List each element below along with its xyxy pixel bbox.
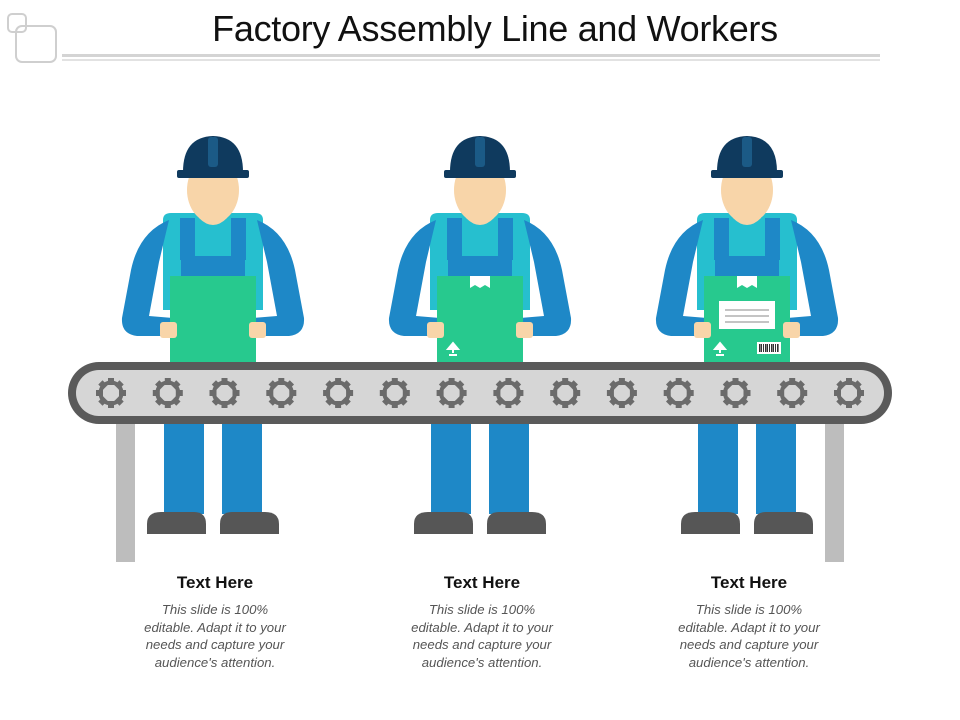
worker-leg-left (431, 418, 471, 514)
worker-2 (388, 136, 572, 534)
caption-body: This slide is 100% editable. Adapt it to… (144, 602, 286, 670)
caption-heading: Text Here (710, 573, 788, 592)
worker-leg-right (222, 418, 262, 514)
worker-hand-right (516, 322, 533, 338)
conveyor-gear-icon (777, 378, 808, 408)
conveyor-gear-icon (323, 378, 354, 408)
worker-helmet-brim (177, 170, 249, 178)
conveyor-gear-icon (209, 378, 240, 408)
box-this-side-up-icon (712, 341, 728, 356)
worker-leg-left (698, 418, 738, 514)
box-tape (737, 276, 757, 288)
barcode-bar (759, 344, 761, 352)
conveyor-gear-icon (436, 378, 467, 408)
worker-helmet-ridge (742, 137, 752, 167)
barcode-bar (765, 344, 767, 352)
worker-arm-right (787, 220, 839, 336)
worker-overall-bib (448, 256, 512, 276)
worker-box (437, 276, 523, 364)
worker-strap-right (498, 218, 513, 260)
worker-boot-left (414, 512, 473, 534)
box-tape (470, 276, 490, 288)
conveyor-surface (76, 370, 884, 416)
page-title: Factory Assembly Line and Workers (212, 8, 778, 49)
conveyor-gear-icon (720, 378, 751, 408)
logo-squares-icon (7, 13, 57, 63)
caption-worker-3: Text Here This slide is 100% editable. A… (649, 573, 849, 671)
barcode-bar (763, 344, 764, 352)
worker-strap-right (765, 218, 780, 260)
barcode-bar (773, 344, 774, 352)
worker-boot-right (220, 512, 279, 534)
worker-leg-right (756, 418, 796, 514)
conveyor-gear-icon (834, 378, 864, 408)
worker-overall-bib (715, 256, 779, 276)
worker-hand-right (249, 322, 266, 338)
worker-1 (121, 136, 305, 534)
conveyor-gear-icon (96, 378, 126, 408)
caption-heading: Text Here (176, 573, 254, 592)
caption-worker-2: Text Here This slide is 100% editable. A… (382, 573, 582, 671)
worker-boot-left (147, 512, 206, 534)
box-this-side-up-icon (445, 341, 461, 356)
caption-body: This slide is 100% editable. Adapt it to… (678, 602, 820, 670)
worker-leg-right (489, 418, 529, 514)
worker-strap-left (447, 218, 462, 260)
barcode-bar (775, 344, 776, 352)
caption-body: This slide is 100% editable. Adapt it to… (411, 602, 553, 670)
worker-3 (655, 136, 839, 534)
conveyor-gear-icon (663, 378, 694, 408)
conveyor-support-right (825, 418, 844, 562)
worker-boot-left (681, 512, 740, 534)
conveyor-support-left (116, 418, 135, 562)
worker-strap-left (180, 218, 195, 260)
worker-boot-right (487, 512, 546, 534)
barcode-bar (769, 344, 770, 352)
title-underline-secondary (62, 59, 880, 61)
title-underline (62, 54, 880, 57)
barcode-bar (777, 344, 779, 352)
worker-hand-right (783, 322, 800, 338)
worker-arm-left (121, 220, 173, 336)
worker-helmet-ridge (208, 137, 218, 167)
worker-hand-left (694, 322, 711, 338)
worker-arm-right (520, 220, 572, 336)
caption-worker-1: Text Here This slide is 100% editable. A… (115, 573, 315, 671)
conveyor-belt (68, 362, 892, 424)
box-shipping-label (719, 301, 775, 329)
conveyor-gear-icon (493, 378, 524, 408)
worker-boot-right (754, 512, 813, 534)
worker-arm-left (388, 220, 440, 336)
barcode-bar (761, 344, 762, 352)
worker-helmet-ridge (475, 137, 485, 167)
conveyor-gear-icon (550, 378, 581, 408)
worker-arm-right (253, 220, 305, 336)
barcode-bar (771, 344, 773, 352)
conveyor-gear-icon (606, 378, 637, 408)
worker-leg-left (164, 418, 204, 514)
conveyor-gear-icon (152, 378, 183, 408)
worker-hand-left (427, 322, 444, 338)
conveyor-gear-icon (379, 378, 410, 408)
conveyor-gear-icon (266, 378, 297, 408)
barcode-bar (767, 344, 768, 352)
worker-arm-left (655, 220, 707, 336)
worker-helmet-brim (711, 170, 783, 178)
worker-box (170, 276, 256, 364)
worker-hand-left (160, 322, 177, 338)
worker-overall-bib (181, 256, 245, 276)
caption-heading: Text Here (443, 573, 521, 592)
worker-helmet-brim (444, 170, 516, 178)
worker-strap-left (714, 218, 729, 260)
worker-strap-right (231, 218, 246, 260)
